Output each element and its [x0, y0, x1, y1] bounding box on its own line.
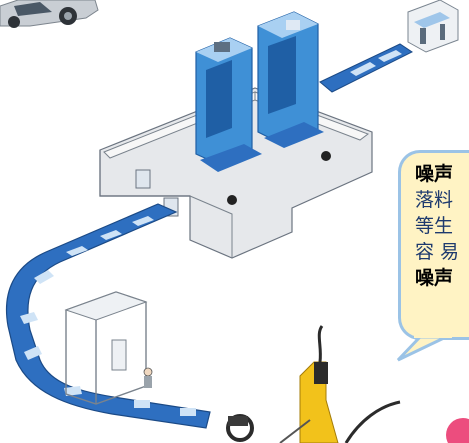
- inspection-station: [407, 0, 459, 53]
- press-machine-left: [195, 37, 262, 172]
- inspection-arch: [64, 291, 153, 405]
- conveyor-upper: [319, 43, 413, 93]
- noise-callout: 噪声 落料 等生 容 易 噪声: [398, 150, 469, 340]
- press-machine-right: [257, 11, 324, 148]
- robot-arm: [226, 325, 401, 443]
- callout-line-5: 噪声: [415, 267, 454, 289]
- station-markers: [227, 151, 331, 205]
- callout-line-3: 等生: [415, 215, 454, 237]
- pink-marker: [446, 418, 469, 443]
- callout-line-4: 容 易: [415, 241, 460, 263]
- conveyor-main: [5, 203, 211, 429]
- callout-line-1: 噪声: [415, 163, 454, 185]
- car-image: [0, 0, 99, 28]
- callout-line-2: 落料: [415, 189, 454, 211]
